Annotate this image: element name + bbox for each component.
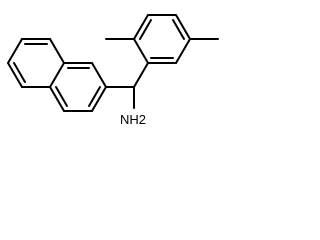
chemical-structure-diagram: NH2 bbox=[7, 14, 219, 127]
bond bbox=[49, 38, 65, 64]
bond bbox=[133, 14, 149, 40]
double-bond-inner bbox=[139, 19, 152, 40]
bond bbox=[49, 62, 65, 88]
naphthalene-ring-a bbox=[7, 38, 65, 88]
bond bbox=[91, 62, 107, 88]
bond bbox=[7, 62, 23, 88]
bond bbox=[175, 14, 191, 40]
double-bond-inner bbox=[88, 86, 101, 107]
amine-label: NH2 bbox=[120, 112, 146, 127]
double-bond-inner bbox=[55, 86, 68, 107]
bond bbox=[175, 38, 191, 64]
bond bbox=[7, 38, 23, 64]
double-bond-inner bbox=[172, 19, 185, 40]
bond bbox=[133, 38, 149, 64]
bond bbox=[49, 86, 65, 112]
double-bond-inner bbox=[13, 62, 26, 83]
naphthalene-ring-b bbox=[49, 62, 107, 112]
central-carbon-bonds bbox=[105, 62, 149, 109]
dimethylphenyl-ring bbox=[105, 14, 219, 64]
bond bbox=[91, 86, 107, 112]
bond bbox=[133, 62, 149, 88]
